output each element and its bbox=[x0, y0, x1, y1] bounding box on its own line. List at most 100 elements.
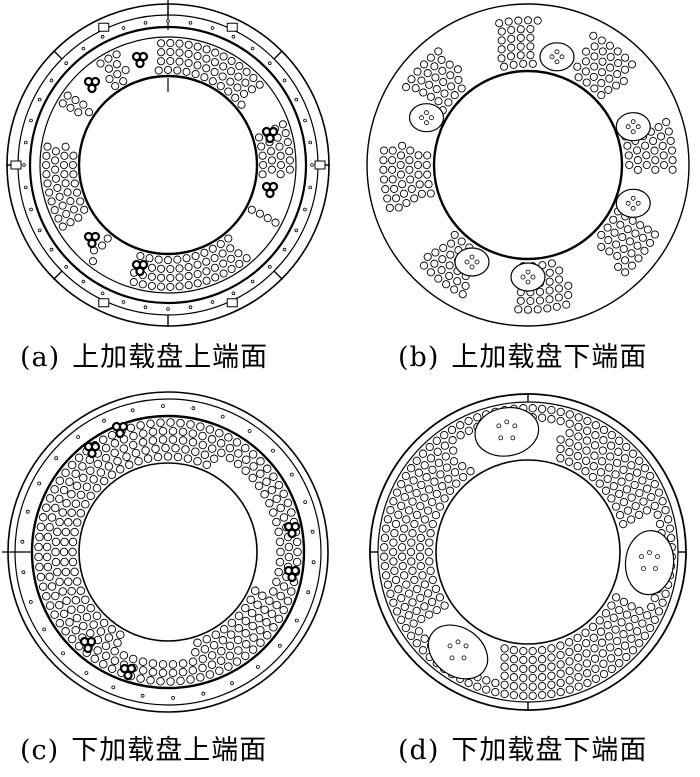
through-hole bbox=[62, 498, 71, 508]
through-hole bbox=[110, 439, 120, 448]
rim-bolt-hole bbox=[22, 163, 26, 167]
through-hole bbox=[200, 248, 209, 257]
through-hole bbox=[70, 527, 79, 537]
through-hole bbox=[81, 500, 90, 509]
rim-bolt-hole bbox=[130, 408, 135, 413]
through-hole bbox=[619, 597, 629, 607]
through-hole bbox=[417, 480, 426, 490]
through-hole bbox=[61, 468, 70, 477]
through-hole bbox=[110, 448, 119, 458]
through-hole bbox=[450, 91, 459, 100]
clover-port-lobe bbox=[287, 528, 297, 539]
through-hole bbox=[60, 170, 69, 179]
through-hole bbox=[509, 664, 519, 673]
through-hole bbox=[283, 596, 293, 606]
through-hole bbox=[186, 420, 195, 429]
through-hole bbox=[497, 36, 506, 45]
rim-bolt-hole bbox=[188, 20, 193, 25]
through-hole bbox=[633, 241, 642, 250]
through-hole bbox=[82, 482, 92, 492]
rim-bolt-hole bbox=[42, 627, 47, 632]
through-hole bbox=[226, 254, 236, 263]
through-hole bbox=[631, 229, 640, 238]
rim-bolt-hole bbox=[210, 300, 215, 304]
through-hole bbox=[74, 453, 84, 463]
through-hole bbox=[59, 547, 69, 557]
through-hole bbox=[619, 465, 628, 474]
through-hole bbox=[632, 146, 642, 155]
pocket-hole bbox=[469, 254, 475, 260]
through-hole bbox=[601, 609, 611, 618]
through-hole bbox=[574, 653, 583, 662]
through-hole bbox=[157, 282, 166, 291]
through-hole bbox=[71, 96, 80, 105]
through-hole bbox=[234, 611, 244, 621]
through-hole bbox=[254, 481, 264, 491]
through-hole bbox=[556, 669, 565, 678]
through-hole bbox=[599, 425, 609, 435]
through-hole bbox=[381, 185, 390, 194]
pocket-hole bbox=[630, 205, 636, 211]
through-hole bbox=[396, 151, 406, 160]
through-hole bbox=[176, 418, 185, 428]
through-hole bbox=[519, 682, 528, 691]
through-hole bbox=[408, 497, 417, 506]
through-hole bbox=[383, 194, 392, 203]
rim-bolt-hole bbox=[37, 481, 41, 486]
through-hole bbox=[208, 77, 217, 86]
through-hole bbox=[604, 632, 614, 641]
through-hole bbox=[412, 510, 422, 520]
through-hole bbox=[74, 213, 83, 222]
through-hole bbox=[582, 659, 592, 668]
through-hole bbox=[67, 460, 77, 470]
through-hole bbox=[47, 582, 57, 591]
through-hole bbox=[516, 33, 525, 42]
through-hole bbox=[545, 295, 554, 304]
rim-bolt-hole bbox=[64, 61, 68, 65]
pocket-hole bbox=[510, 435, 516, 441]
through-hole bbox=[666, 533, 676, 543]
through-hole bbox=[200, 73, 209, 82]
through-hole bbox=[635, 639, 644, 648]
through-hole bbox=[234, 623, 244, 633]
through-hole bbox=[388, 156, 397, 165]
through-hole bbox=[547, 662, 556, 671]
through-hole bbox=[55, 517, 64, 527]
through-hole bbox=[537, 655, 547, 664]
through-hole bbox=[597, 638, 607, 647]
through-hole bbox=[89, 475, 98, 484]
through-hole bbox=[628, 646, 638, 655]
through-hole bbox=[148, 436, 158, 445]
through-hole bbox=[642, 484, 652, 493]
through-hole bbox=[138, 429, 148, 438]
through-hole bbox=[658, 141, 667, 150]
through-hole bbox=[440, 601, 449, 610]
through-hole bbox=[437, 266, 446, 275]
through-hole bbox=[614, 262, 623, 271]
through-hole bbox=[249, 73, 258, 83]
through-hole bbox=[45, 188, 54, 197]
through-hole bbox=[519, 664, 528, 674]
through-hole bbox=[418, 524, 427, 533]
through-hole bbox=[615, 605, 624, 615]
through-hole bbox=[491, 678, 500, 688]
through-hole bbox=[70, 179, 79, 188]
pocket-hole bbox=[474, 259, 480, 265]
through-hole bbox=[537, 690, 547, 700]
through-hole bbox=[622, 485, 632, 494]
through-hole bbox=[141, 446, 150, 455]
through-hole bbox=[259, 160, 268, 170]
through-hole bbox=[564, 290, 573, 300]
through-hole bbox=[269, 587, 278, 596]
through-hole bbox=[380, 561, 390, 571]
through-hole bbox=[389, 598, 398, 607]
through-hole bbox=[458, 472, 468, 482]
through-hole bbox=[163, 65, 173, 74]
through-hole bbox=[200, 450, 210, 460]
through-hole bbox=[225, 641, 235, 651]
through-hole bbox=[434, 97, 443, 106]
through-hole bbox=[598, 47, 607, 56]
through-hole bbox=[63, 188, 72, 197]
through-hole bbox=[430, 477, 439, 486]
through-hole bbox=[248, 450, 258, 459]
